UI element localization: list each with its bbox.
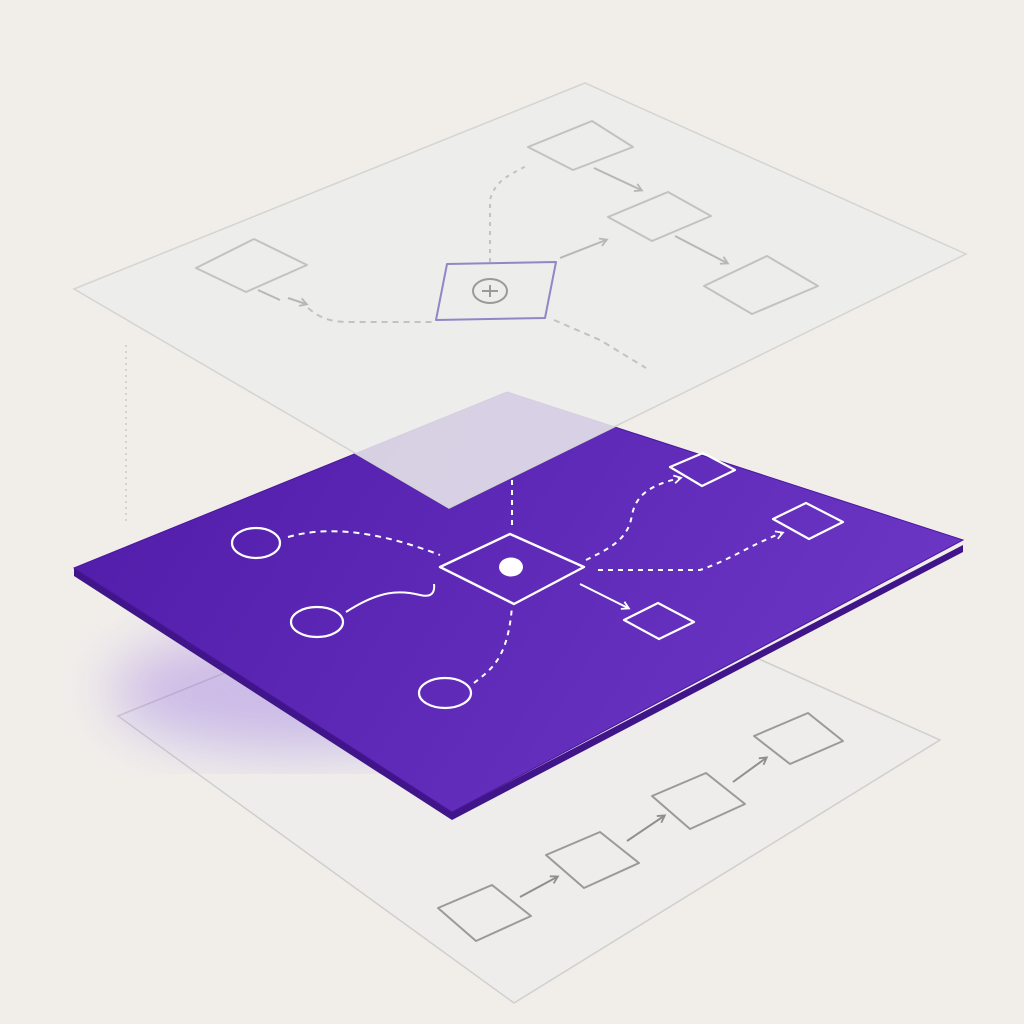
middle-layer bbox=[72, 391, 965, 820]
bottom-box bbox=[651, 772, 746, 830]
middle-target-square bbox=[771, 501, 845, 541]
middle-start-circle bbox=[417, 676, 473, 710]
bottom-arrow bbox=[626, 814, 667, 842]
top-gateway bbox=[435, 261, 557, 321]
top-layer bbox=[72, 82, 968, 509]
top-connector bbox=[287, 297, 309, 307]
middle-connector bbox=[287, 530, 441, 556]
middle-connector bbox=[473, 605, 513, 684]
middle-target-square bbox=[668, 451, 737, 488]
top-connector bbox=[489, 164, 529, 262]
middle-out-arrow bbox=[585, 474, 683, 561]
bottom-arrow bbox=[732, 756, 769, 783]
bottom-box bbox=[545, 831, 640, 889]
top-box bbox=[527, 120, 634, 171]
middle-target-square bbox=[622, 601, 696, 641]
top-box bbox=[607, 191, 712, 242]
middle-connector bbox=[345, 583, 436, 613]
top-connector bbox=[307, 307, 432, 323]
middle-out-arrow bbox=[598, 530, 785, 571]
middle-center-gateway bbox=[438, 532, 586, 606]
top-arrow bbox=[559, 237, 609, 259]
bottom-arrow bbox=[519, 875, 560, 898]
dot-icon bbox=[499, 557, 523, 577]
top-box bbox=[195, 238, 308, 293]
top-arrow bbox=[674, 235, 730, 265]
top-connector bbox=[553, 319, 647, 369]
top-connector bbox=[257, 289, 281, 301]
bottom-box bbox=[753, 712, 844, 765]
circle-plus-icon bbox=[472, 278, 508, 304]
middle-start-circle bbox=[289, 605, 345, 639]
top-box bbox=[703, 255, 819, 315]
middle-start-circle bbox=[230, 526, 282, 560]
bottom-box bbox=[437, 884, 532, 942]
middle-out-arrow bbox=[579, 583, 631, 610]
top-arrow bbox=[593, 167, 644, 192]
